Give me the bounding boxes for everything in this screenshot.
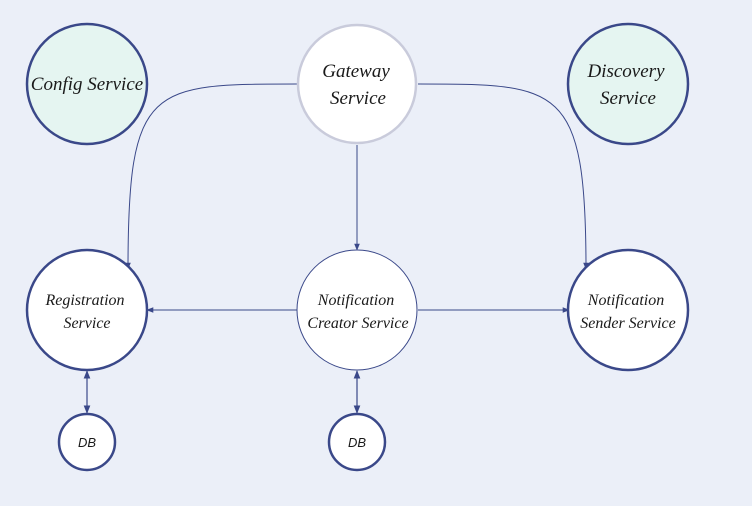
node-discovery-service: Discovery Service (566, 22, 690, 146)
node-notification-creator-service: Notification Creator Service (296, 249, 418, 371)
edges (83, 83, 589, 414)
discovery-service-label-line2: Service (600, 88, 656, 109)
edge-gateway-to-notification-sender (417, 83, 589, 270)
discovery-service-label-line1: Discovery (586, 61, 665, 82)
registration-service-label-line1: Registration (44, 292, 124, 309)
edge-gateway-to-registration (125, 83, 299, 270)
gateway-service-label-line1: Gateway (322, 61, 390, 82)
node-config-service: Config Service (25, 22, 149, 146)
node-notification-sender-service: Notification Sender Service (566, 248, 690, 372)
notification-sender-label-line2: Sender Service (580, 315, 676, 332)
config-service-label: Config Service (31, 74, 143, 95)
node-registration-service: Registration Service (25, 248, 149, 372)
node-notification-db: DB (327, 412, 387, 472)
notification-creator-label-line2: Creator Service (307, 315, 408, 332)
notification-sender-label-line1: Notification (587, 292, 664, 309)
gateway-service-label-line2: Service (330, 88, 386, 109)
registration-db-label: DB (78, 435, 96, 450)
node-registration-db: DB (57, 412, 117, 472)
registration-service-label-line2: Service (63, 315, 110, 332)
node-gateway-service: Gateway Service (296, 23, 418, 145)
notification-creator-label-line1: Notification (317, 292, 394, 309)
notification-db-label: DB (348, 435, 366, 450)
